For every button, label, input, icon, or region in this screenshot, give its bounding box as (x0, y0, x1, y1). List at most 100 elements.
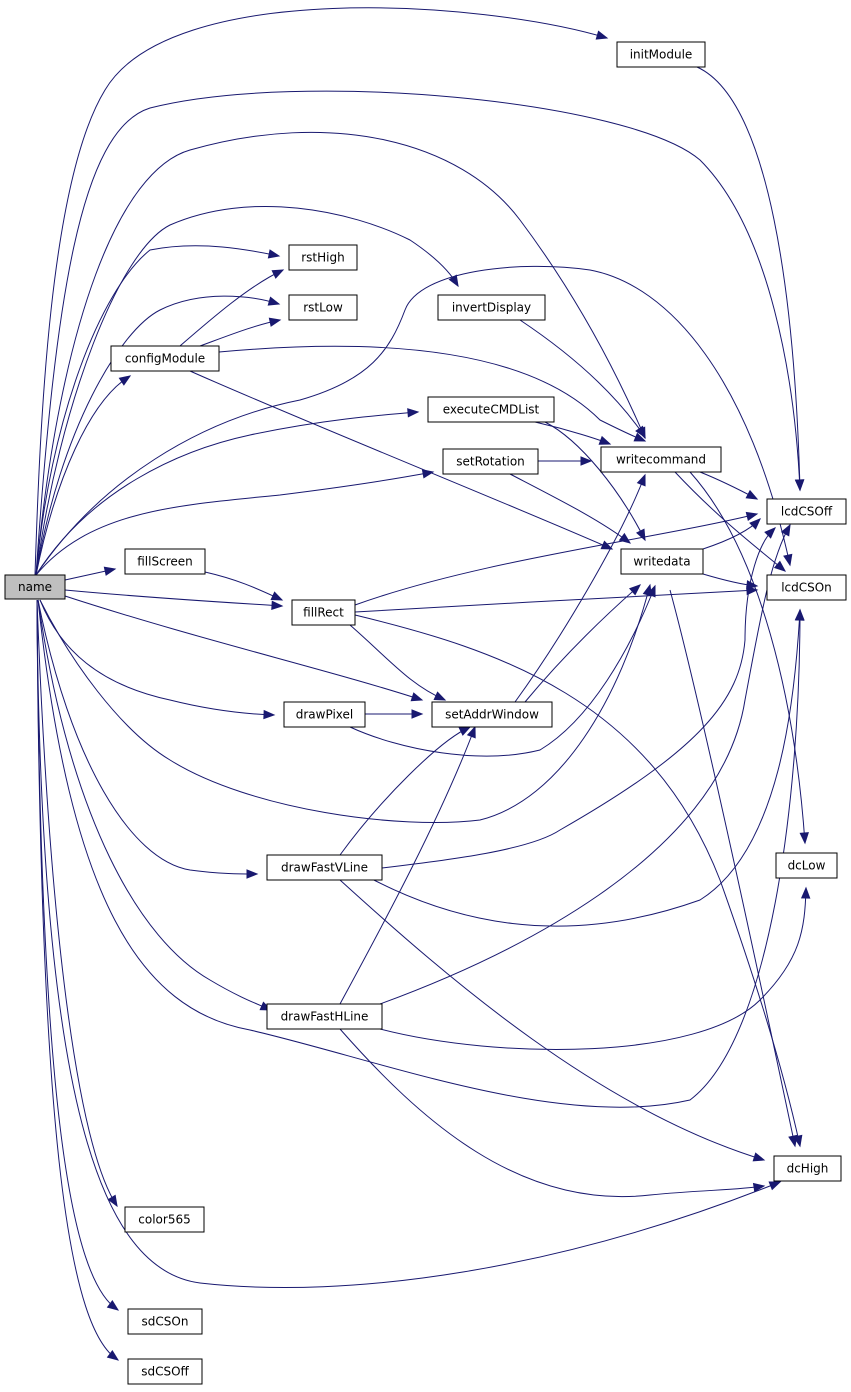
edge-name-to-writecommand (35, 131, 646, 576)
node-dcHigh[interactable]: dcHigh (773, 1155, 842, 1182)
node-fillRect[interactable]: fillRect (291, 599, 356, 626)
node-drawPixel-label: drawPixel (296, 708, 353, 722)
edge-writecommand-to-dcLow (689, 471, 806, 844)
edge-name-to-lcdCSOn (37, 599, 801, 1108)
node-setRotation[interactable]: setRotation (442, 448, 539, 475)
edge-name-to-setAddrWindow-arrowhead (410, 692, 424, 702)
node-fillScreen-label: fillScreen (137, 555, 192, 569)
node-lcdCSOn-box (766, 574, 847, 601)
node-executeCMDList[interactable]: executeCMDList (427, 396, 555, 423)
node-drawFastVLine[interactable]: drawFastVLine (266, 854, 383, 881)
node-fillScreen[interactable]: fillScreen (124, 548, 206, 575)
node-fillScreen-box (124, 548, 206, 575)
node-drawFastVLine-box (266, 854, 383, 881)
edge-drawFastVLine-to-setAddrWindow (339, 726, 471, 856)
edge-name-to-lcdCSOff (35, 90, 801, 576)
node-drawFastHLine[interactable]: drawFastHLine (266, 1003, 383, 1030)
edge-drawFastVLine-to-lcdCSOn (369, 609, 801, 927)
edge-name-to-drawFastHLine (37, 599, 272, 1011)
node-rstLow[interactable]: rstLow (288, 294, 358, 321)
node-dcLow[interactable]: dcLow (775, 852, 838, 879)
node-color565[interactable]: color565 (124, 1206, 205, 1233)
edge-drawFastHLine-to-dcLow-arrowhead (800, 886, 811, 899)
edge-fillRect-to-setAddrWindow (349, 624, 446, 701)
node-name-box (4, 574, 66, 600)
node-dcHigh-box (773, 1155, 842, 1182)
node-executeCMDList-label: executeCMDList (443, 403, 540, 417)
edge-name-to-drawPixel-arrowhead (263, 709, 276, 720)
node-color565-box (124, 1206, 205, 1233)
edge-name-to-rstHigh (35, 245, 280, 576)
edge-name-to-fillScreen-arrowhead (103, 566, 117, 576)
edge-setRotation-to-writedata (509, 473, 631, 544)
node-configModule-box (110, 345, 220, 372)
edge-drawFastHLine-to-lcdCSOff (379, 524, 791, 1005)
edge-configModule-to-writecommand-arrowhead (633, 432, 647, 442)
edge-name-to-sdCSOn (36, 599, 119, 1311)
edge-configModule-to-writecommand (218, 345, 646, 442)
edge-setAddrWindow-to-writecommand-arrowhead (636, 473, 646, 487)
edge-name-to-sdCSOff-arrowhead (106, 1349, 120, 1361)
edge-name-to-rstLow-arrowhead (267, 296, 281, 306)
edge-drawPixel-to-writedata-arrowhead (646, 584, 656, 598)
edge-name-to-initModule (34, 7, 608, 576)
node-sdCSOn[interactable]: sdCSOn (127, 1308, 203, 1335)
edge-name-to-executeCMDList (35, 411, 419, 576)
edge-setAddrWindow-to-writedata (524, 584, 641, 703)
edge-name-to-drawFastVLine-arrowhead (246, 869, 259, 879)
edge-invertDisplay-to-writecommand (519, 319, 646, 438)
edges (34, 7, 811, 1361)
edge-fillRect-to-dcHigh (354, 614, 801, 1147)
edge-name-to-rstHigh-arrowhead (267, 249, 281, 259)
node-setAddrWindow[interactable]: setAddrWindow (431, 701, 553, 728)
node-name-label: name (18, 580, 52, 594)
edge-drawFastHLine-to-dcHigh-arrowhead (752, 1182, 766, 1193)
node-sdCSOn-box (127, 1308, 203, 1335)
node-dcHigh-label: dcHigh (787, 1162, 829, 1176)
edge-drawFastHLine-to-setAddrWindow (339, 726, 476, 1005)
edge-writecommand-to-lcdCSOn (674, 471, 786, 572)
node-drawPixel-box (283, 701, 366, 728)
node-rstHigh[interactable]: rstHigh (288, 244, 358, 271)
edge-drawFastVLine-to-lcdCSOn-arrowhead (794, 608, 805, 621)
node-sdCSOff[interactable]: sdCSOff (127, 1358, 203, 1385)
edge-name-to-lcdCSOn-arrowhead (783, 553, 793, 567)
edge-drawFastVLine-to-dcHigh (339, 879, 765, 1161)
node-invertDisplay[interactable]: invertDisplay (437, 294, 546, 321)
edge-writecommand-to-lcdCSOn-arrowhead (773, 560, 787, 572)
node-writedata-label: writedata (633, 555, 690, 569)
node-configModule[interactable]: configModule (110, 345, 220, 372)
edge-name-to-sdCSOff (36, 599, 119, 1361)
edge-drawFastHLine-to-dcLow (379, 887, 807, 1050)
edge-name-to-initModule-arrowhead (595, 30, 609, 40)
node-lcdCSOff[interactable]: lcdCSOff (766, 498, 847, 525)
node-writecommand-label: writecommand (616, 453, 706, 467)
edge-name-to-color-arrowhead (107, 1194, 118, 1208)
node-writedata-box (620, 548, 704, 575)
node-writecommand[interactable]: writecommand (600, 446, 722, 473)
edge-drawFastVLine-to-dcHigh-arrowhead (752, 1152, 766, 1162)
node-fillRect-box (291, 599, 356, 626)
node-lcdCSOn[interactable]: lcdCSOn (766, 574, 847, 601)
node-name[interactable]: name (4, 574, 66, 600)
edge-name-to-dcHigh (36, 599, 781, 1289)
node-fillRect-label: fillRect (303, 606, 344, 620)
node-initModule[interactable]: initModule (616, 41, 706, 68)
node-initModule-label: initModule (630, 48, 693, 62)
edge-name-to-invertDisplay-arrowhead (448, 274, 459, 288)
node-invertDisplay-box (437, 294, 546, 321)
edge-writecommand-to-lcdCSOff-arrowhead (745, 489, 759, 500)
edge-name-to-invertDisplay (35, 206, 459, 576)
node-drawPixel[interactable]: drawPixel (283, 701, 366, 728)
edge-drawFastHLine-to-lcdCSOff-arrowhead (780, 523, 791, 537)
node-setAddrWindow-box (431, 701, 553, 728)
node-writedata[interactable]: writedata (620, 548, 704, 575)
edge-name-to-fillRect-arrowhead (271, 600, 284, 611)
edge-drawPixel-to-writedata (349, 585, 656, 757)
node-setRotation-box (442, 448, 539, 475)
edge-writedata-to-dcHigh (669, 589, 796, 1147)
edge-name-to-setAddrWindow (64, 595, 423, 701)
node-rstLow-label: rstLow (303, 301, 343, 315)
edge-writedata-to-lcdCSOff-arrowhead (749, 518, 761, 530)
edge-initModule-to-lcdCSOff (696, 66, 801, 491)
